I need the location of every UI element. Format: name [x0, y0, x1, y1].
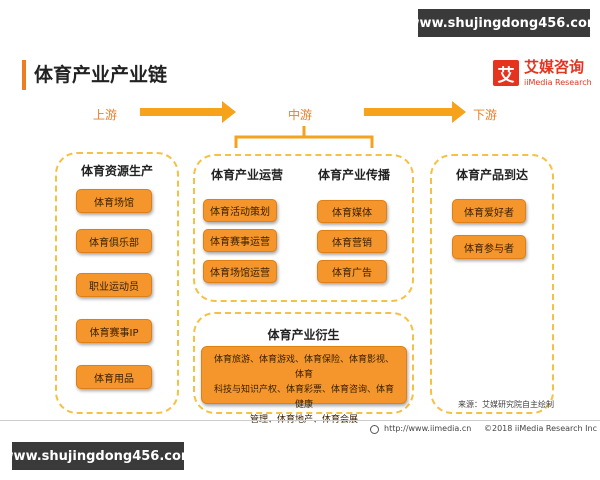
group-broadcast-title: 体育产业传播 [317, 168, 390, 182]
group-derivative-title: 体育产业衍生 [267, 328, 340, 342]
derivative-line-1: 体育旅游、体育游戏、体育保险、体育影视、体育 [213, 355, 394, 380]
product-item-fans: 体育爱好者 [452, 199, 526, 223]
footer-url: http://www.iimedia.cn [384, 424, 472, 433]
footer-copyright: ©2018 iiMedia Research Inc [484, 424, 597, 433]
stage-upstream: 上游 [93, 108, 118, 122]
resource-item-athlete: 职业运动员 [76, 273, 152, 297]
arrow-right-icon-1 [140, 101, 236, 123]
derivative-line-2: 科技与知识产权、体育彩票、体育咨询、体育健康 [213, 385, 394, 410]
page-title: 体育产业产业链 [34, 64, 168, 86]
operations-item-planning: 体育活动策划 [203, 199, 277, 222]
derivative-items-box: 体育旅游、体育游戏、体育保险、体育影视、体育 科技与知识产权、体育彩票、体育咨询… [201, 346, 407, 425]
arrow-right-icon-2 [364, 101, 466, 123]
broadcast-item-media: 体育媒体 [317, 200, 387, 223]
flow-arrows [140, 101, 466, 148]
broadcast-item-ad: 体育广告 [317, 260, 387, 283]
broadcast-item-marketing: 体育营销 [317, 230, 387, 253]
group-operations-title: 体育产业运营 [210, 168, 283, 182]
resource-item-venue: 体育场馆 [76, 189, 152, 213]
watermark-top: www.shujingdong456.com [408, 9, 600, 37]
group-derivative [193, 312, 414, 414]
globe-icon [370, 425, 379, 434]
watermark-bottom: www.shujingdong456.com [2, 442, 194, 470]
footer-divider [0, 420, 600, 421]
source-note: 来源：艾媒研究院自主绘制 [458, 400, 554, 409]
group-products [430, 154, 554, 414]
stage-midstream: 中游 [288, 108, 313, 122]
group-products-title: 体育产品到达 [455, 168, 528, 182]
operations-item-event: 体育赛事运营 [203, 229, 277, 252]
product-item-participants: 体育参与者 [452, 235, 526, 259]
logo-name: 艾媒咨询 [524, 58, 585, 76]
group-resources-title: 体育资源生产 [80, 164, 153, 178]
resource-item-event-ip: 体育赛事IP [76, 319, 152, 343]
iimedia-logo-icon: 艾 [493, 60, 519, 86]
logo-subtitle: iiMedia Research [524, 78, 592, 87]
group-resources [55, 152, 179, 414]
midstream-bracket [234, 126, 374, 148]
title-accent-bar [22, 60, 26, 90]
stage-downstream: 下游 [473, 108, 498, 122]
group-operations-broadcast [193, 154, 414, 302]
operations-item-venue: 体育场馆运营 [203, 260, 277, 283]
resource-item-goods: 体育用品 [76, 365, 152, 389]
resource-item-club: 体育俱乐部 [76, 229, 152, 253]
